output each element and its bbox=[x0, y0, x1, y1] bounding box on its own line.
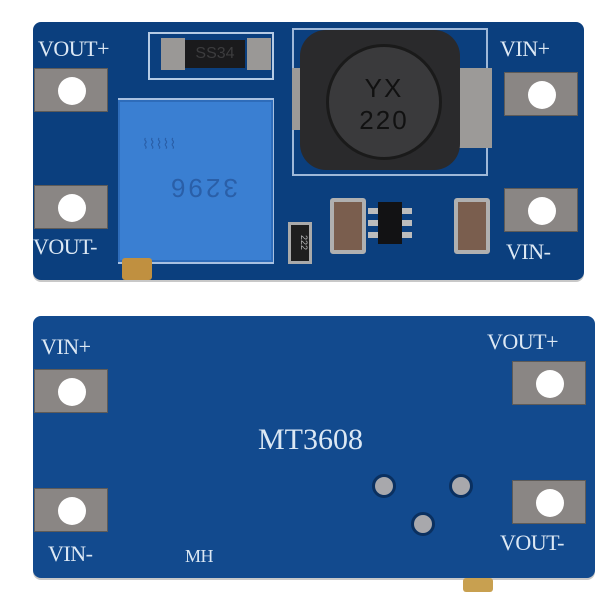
mounting-hole bbox=[58, 378, 86, 406]
mounting-hole bbox=[536, 489, 564, 517]
vin-plus-label: VIN+ bbox=[500, 36, 550, 61]
vout-minus-label: VOUT- bbox=[33, 234, 97, 259]
mounting-hole bbox=[536, 370, 564, 398]
potentiometer-screw-bottom-view bbox=[463, 578, 493, 592]
inductor-core: YX 220 bbox=[326, 44, 442, 160]
vout-plus-pad-bottom bbox=[512, 361, 586, 405]
ic-pin bbox=[368, 232, 378, 238]
ic-pin bbox=[402, 232, 412, 238]
inductor-marking-1: YX bbox=[364, 73, 404, 103]
diode-terminal bbox=[161, 38, 185, 70]
vin-minus-label: VIN- bbox=[506, 239, 551, 264]
diode-marking: SS34 bbox=[185, 40, 245, 68]
inductor: YX 220 bbox=[300, 30, 460, 170]
solder-via bbox=[449, 474, 473, 498]
vout-plus-label-bottom: VOUT+ bbox=[487, 329, 559, 354]
vin-plus-label-bottom: VIN+ bbox=[41, 334, 91, 359]
vout-minus-pad-bottom bbox=[512, 480, 586, 524]
mounting-hole bbox=[528, 197, 556, 225]
vout-minus-pad bbox=[34, 185, 108, 229]
mounting-hole bbox=[528, 81, 556, 109]
mh-label: MH bbox=[185, 546, 214, 566]
mt3608-ic bbox=[378, 202, 402, 244]
potentiometer-symbol: ⌇⌇⌇⌇⌇ bbox=[142, 135, 177, 151]
mounting-hole bbox=[58, 497, 86, 525]
resistor-222: 222 bbox=[288, 222, 312, 264]
vin-minus-label-bottom: VIN- bbox=[48, 541, 93, 566]
vout-plus-pad bbox=[34, 68, 108, 112]
capacitor-left bbox=[330, 198, 366, 254]
vout-plus-label: VOUT+ bbox=[38, 36, 110, 61]
ic-pin bbox=[368, 220, 378, 226]
bottom-pcb-board bbox=[33, 316, 595, 578]
diode-terminal bbox=[247, 38, 271, 70]
mounting-hole bbox=[58, 77, 86, 105]
diode-silkscreen bbox=[148, 32, 274, 80]
inductor-pad bbox=[456, 68, 492, 148]
mounting-hole bbox=[58, 194, 86, 222]
resistor-marking: 222 bbox=[299, 235, 309, 251]
vout-minus-label-bottom: VOUT- bbox=[500, 530, 564, 555]
potentiometer-adjust-screw[interactable] bbox=[122, 258, 152, 280]
vin-minus-pad bbox=[504, 188, 578, 232]
chip-name-label: MT3608 bbox=[258, 423, 363, 456]
vin-minus-pad-bottom bbox=[34, 488, 108, 532]
solder-via bbox=[411, 512, 435, 536]
vin-plus-pad-bottom bbox=[34, 369, 108, 413]
capacitor-right bbox=[454, 198, 490, 254]
vin-plus-pad bbox=[504, 72, 578, 116]
trim-potentiometer[interactable]: 3296 ⌇⌇⌇⌇⌇ bbox=[118, 100, 273, 262]
ic-pin bbox=[368, 208, 378, 214]
solder-via bbox=[372, 474, 396, 498]
potentiometer-marking: 3296 bbox=[168, 173, 238, 203]
ic-pin bbox=[402, 220, 412, 226]
inductor-marking-2: 220 bbox=[359, 105, 409, 135]
ic-pin bbox=[402, 208, 412, 214]
diode-ss34: SS34 bbox=[155, 34, 271, 78]
